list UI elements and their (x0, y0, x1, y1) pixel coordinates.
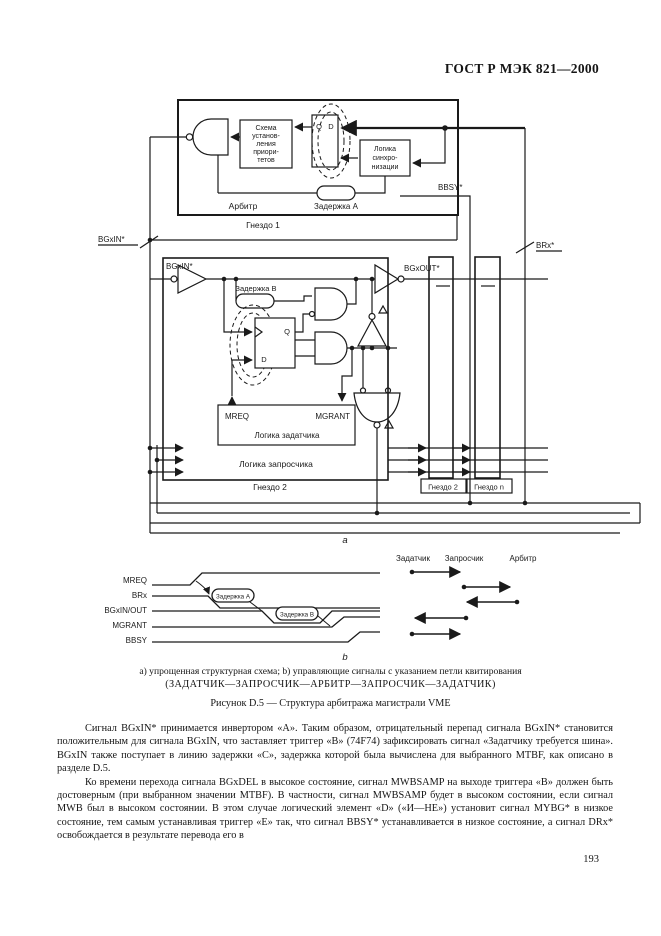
requester-flipflop: Q D (223, 279, 296, 406)
paragraph-2: Ко времени перехода сигнала BGxDEL в выс… (57, 776, 613, 842)
bgxin-bus-label: BGxIN* (98, 235, 125, 244)
signal-label-bbsy: BBSY (126, 636, 148, 645)
priority-box-label: Схема установ- ления приори- тетов (252, 125, 280, 164)
bgxin-inner-label: BGxIN* (166, 262, 193, 271)
arbiter-flipflop: Q D (294, 103, 351, 179)
part-b-sublabel: b (342, 652, 347, 663)
master-logic-box: MREQ MGRANT Логика задатчика (217, 404, 356, 446)
brx-bus-label: BRx* (536, 241, 554, 250)
paragraph-1: Сигнал BGxIN* принимается инвертором «А»… (57, 723, 613, 775)
open-collector-inverter (356, 276, 389, 348)
open-collector-symbol-2 (383, 419, 395, 429)
waveform-bbsy (152, 631, 380, 643)
arbiter-label: Арбитр (229, 201, 258, 211)
delay-b-label: Задержка B (235, 284, 276, 293)
timing-waveforms: Задержка A Задержка B (152, 572, 380, 643)
delay-a-label: Задержка A (314, 202, 359, 211)
open-collector-symbol (377, 304, 389, 314)
brx-bus-label-group: BRx* (515, 128, 562, 506)
signal-label-bgxinout: BGxIN/OUT (104, 606, 147, 615)
mreq-label: MREQ (225, 412, 249, 421)
priority-line4: приори- (253, 149, 279, 156)
figure-caption-line2: (ЗАДАТЧИК—ЗАПРОСЧИК—АРБИТР—ЗАПРОСЧИК—ЗАД… (165, 679, 496, 690)
bgxin-daisy-wires (147, 137, 458, 533)
column-arbiter: Арбитр (510, 554, 538, 563)
slotn-label: Гнездо n (474, 483, 504, 492)
slot2-label: Гнездо 2 (428, 483, 458, 492)
slot1-label: Гнездо 1 (246, 220, 280, 230)
delay-b-element: Задержка B (235, 279, 312, 309)
waveform-mreq (152, 572, 380, 586)
priority-line2: установ- (252, 133, 280, 140)
page-number: 193 (583, 854, 599, 865)
gate-e-nand (353, 348, 401, 516)
timing-delay-b-label: Задержка B (280, 612, 314, 619)
brx-input-wires (340, 119, 525, 168)
bus-request-wires (147, 443, 548, 513)
signal-label-mreq: MREQ (123, 576, 147, 585)
sync-line2: синхро- (373, 155, 399, 162)
delay-a-element: Задержка A (218, 176, 386, 211)
master-logic-label: Логика задатчика (255, 431, 320, 440)
arbiter-ff-q-label: Q (316, 122, 322, 131)
part-a-sublabel: a (342, 535, 347, 546)
priority-box (239, 119, 293, 169)
column-requester: Запросчик (445, 554, 484, 563)
priority-line1: Схема (255, 125, 276, 132)
handshake-column-headers: Задатчик Запросчик Арбитр (396, 554, 537, 563)
figure-title: Рисунок D.5 — Структура арбитража магист… (210, 698, 451, 709)
bgxin-bus-label-group: BGxIN* (98, 235, 159, 249)
body-text: Сигнал BGxIN* принимается инвертором «А»… (57, 722, 613, 843)
column-master: Задатчик (396, 554, 431, 563)
bbsy-label: BBSY* (438, 183, 462, 192)
sync-logic-label: Логика синхро- низации (372, 146, 399, 171)
timing-signal-labels: MREQ BRx BGxIN/OUT MGRANT BBSY (104, 576, 147, 645)
figure-d5: Схема установ- ления приори- тетов Q D (98, 99, 641, 663)
requester-ff-q-label: Q (284, 327, 290, 336)
timing-delay-a-label: Задержка A (216, 594, 251, 601)
document-header: ГОСТ Р МЭК 821—2000 (444, 61, 599, 76)
priority-line3: ления (256, 141, 276, 148)
bgxout-buffer: BGxOUT* (374, 263, 548, 295)
handshake-arrows (409, 566, 520, 640)
arbiter-box (177, 99, 459, 216)
timing-diagram-part-b: MREQ BRx BGxIN/OUT MGRANT BBSY Задержка … (104, 554, 537, 663)
arbiter-and-gate (150, 118, 240, 193)
arbiter-ff-d-label: D (328, 122, 334, 131)
waveform-bgxinout (152, 610, 380, 624)
sync-line1: Логика (374, 146, 396, 153)
waveform-mgrant (152, 616, 380, 628)
sync-line3: низации (372, 164, 399, 171)
signal-label-mgrant: MGRANT (112, 621, 147, 630)
signal-label-brx: BRx (132, 591, 147, 600)
slot-boxes: Гнездо 2 Гнездо n (420, 256, 513, 494)
slot2-main-label: Гнездо 2 (253, 482, 287, 492)
bbsy-wire: BBSY* (400, 183, 473, 506)
waveform-brx (152, 595, 380, 609)
requester-ff-d-label: D (261, 355, 267, 364)
requester-and-gates (295, 276, 397, 402)
priority-line5: тетов (257, 157, 275, 164)
bgxout-label: BGxOUT* (404, 264, 440, 273)
requester-logic-label: Логика запросчика (239, 459, 313, 469)
backplane-bus-lines (150, 502, 641, 534)
figure-caption-line1: a) упрощенная структурная схема; b) упра… (139, 666, 522, 677)
mgrant-label: MGRANT (315, 412, 350, 421)
schematic-part-a: Схема установ- ления приори- тетов Q D (98, 99, 641, 546)
